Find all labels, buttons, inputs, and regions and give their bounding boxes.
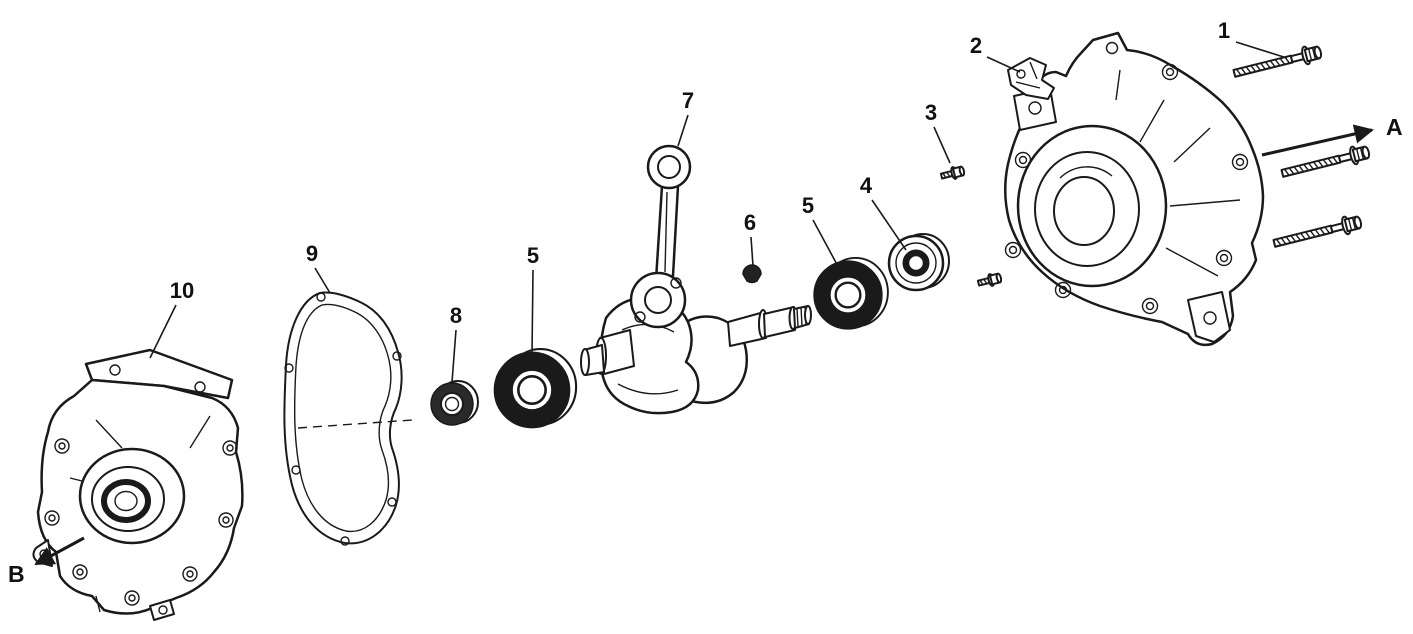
view-arrow-b: B	[8, 536, 85, 587]
callout-2: 2	[970, 33, 982, 58]
callout-7: 7	[682, 88, 694, 113]
callout-6: 6	[744, 210, 756, 235]
breather-fitting	[1007, 57, 1055, 100]
callout-5-left: 5	[527, 243, 539, 268]
callout-10: 10	[170, 278, 194, 303]
small-screw-lower	[976, 270, 1004, 290]
callout-labels: 1 2 3 4 5 6 7 5 8 9 10	[170, 18, 1230, 328]
leader-lines	[149, 41, 1288, 383]
small-screw-upper	[939, 163, 967, 183]
callout-8: 8	[450, 303, 462, 328]
crankshaft-assembly	[580, 144, 812, 415]
callout-9: 9	[306, 241, 318, 266]
view-label-a: A	[1386, 114, 1403, 140]
woodruff-key	[742, 264, 762, 284]
case-bolt-holes	[44, 438, 238, 606]
crankcase-half-left	[32, 348, 244, 621]
ball-bearing-right	[812, 256, 890, 331]
bushing	[430, 380, 479, 426]
oil-seal	[887, 232, 951, 292]
ball-bearing-left	[492, 347, 578, 430]
callout-5-right: 5	[802, 193, 814, 218]
connecting-rod	[629, 144, 692, 329]
callout-1: 1	[1218, 18, 1230, 43]
callout-4: 4	[860, 173, 873, 198]
crankcase-gasket	[283, 291, 413, 546]
view-label-b: B	[8, 561, 25, 587]
callout-3: 3	[925, 100, 937, 125]
bolt-boss-holes	[1004, 41, 1249, 315]
view-arrow-a: A	[1261, 114, 1403, 157]
crankcase-cover-right	[1004, 31, 1265, 347]
